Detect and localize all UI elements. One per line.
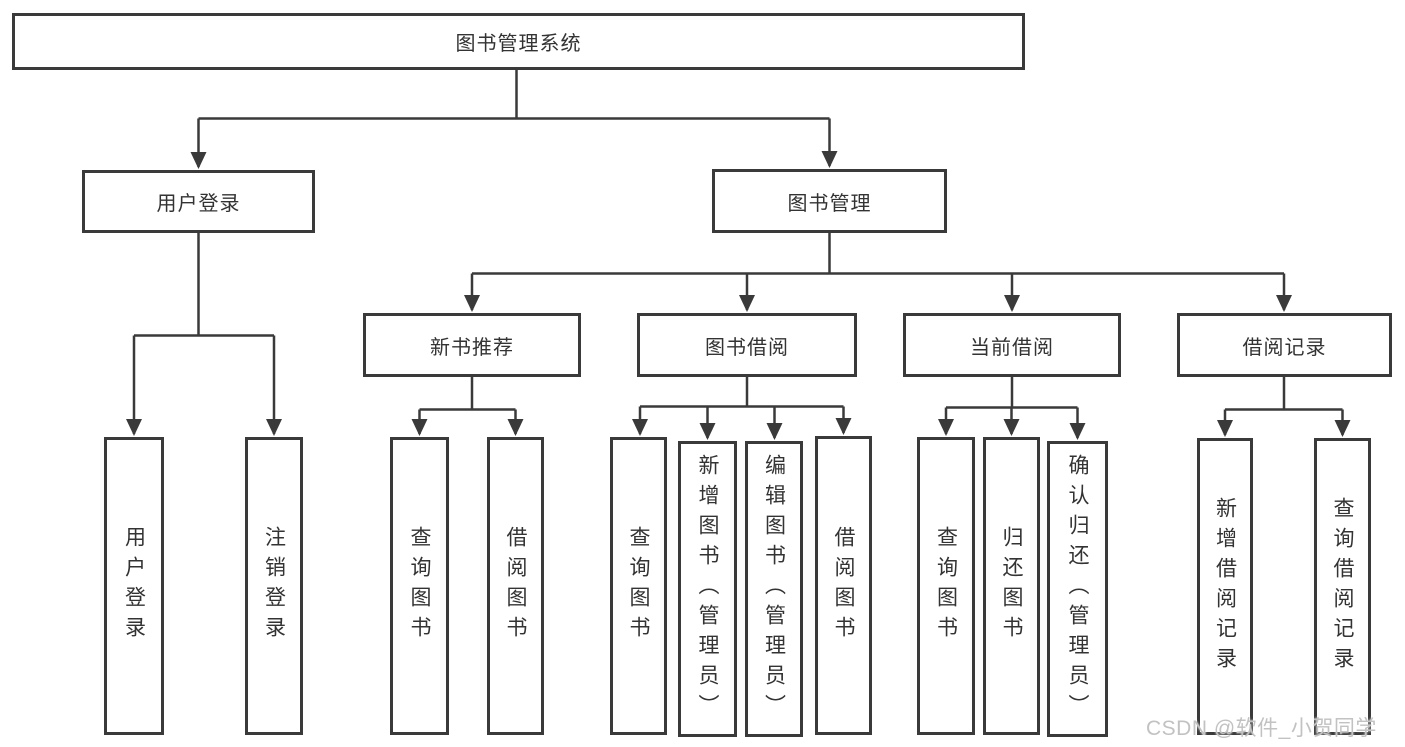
leaf-bb-edit-books-admin-label: 编辑图书（管理员） (762, 454, 786, 724)
node-new-book-recommendation: 新书推荐 (363, 313, 581, 377)
leaf-cb-confirm-return-admin-label: 确认归还（管理员） (1066, 454, 1089, 724)
leaf-cb-query-books-label: 查询图书 (934, 526, 958, 646)
node-current-borrowing: 当前借阅 (903, 313, 1121, 377)
leaf-cb-query-books: 查询图书 (917, 437, 975, 735)
node-user-login: 用户登录 (82, 170, 315, 233)
node-book-management-label: 图书管理 (787, 192, 872, 215)
leaf-br-add-record-label: 新增借阅记录 (1213, 496, 1237, 677)
leaf-bb-edit-books-admin: 编辑图书（管理员） (745, 441, 803, 737)
node-book-management: 图书管理 (712, 169, 947, 233)
leaf-cb-return-books-label: 归还图书 (1000, 526, 1023, 646)
leaf-bb-add-books-admin: 新增图书（管理员） (678, 441, 737, 737)
leaf-bb-borrow-books: 借阅图书 (815, 436, 872, 735)
leaf-rec-borrow-books: 借阅图书 (487, 437, 544, 735)
leaf-bb-query-books: 查询图书 (610, 437, 667, 735)
leaf-cb-return-books: 归还图书 (983, 437, 1040, 735)
node-root-label: 图书管理系统 (455, 33, 582, 55)
csdn-watermark: CSDN @软件_小贺同学 (1146, 717, 1377, 740)
leaf-logout-label: 注销登录 (262, 526, 286, 646)
node-user-login-label: 用户登录 (156, 193, 241, 215)
leaf-cb-confirm-return-admin: 确认归还（管理员） (1047, 441, 1108, 737)
leaf-bb-borrow-books-label: 借阅图书 (832, 525, 855, 646)
leaf-br-query-record-label: 查询借阅记录 (1331, 496, 1354, 677)
leaf-bb-query-books-label: 查询图书 (627, 526, 650, 646)
leaf-br-add-record: 新增借阅记录 (1197, 438, 1253, 735)
node-borrowing-records: 借阅记录 (1177, 313, 1392, 377)
leaf-rec-query-books: 查询图书 (390, 437, 449, 735)
node-book-borrowing: 图书借阅 (637, 313, 857, 377)
node-root-system: 图书管理系统 (12, 13, 1025, 70)
node-borrowing-records-label: 借阅记录 (1242, 336, 1327, 359)
leaf-br-query-record: 查询借阅记录 (1314, 438, 1371, 735)
leaf-user-login: 用户登录 (104, 437, 164, 735)
leaf-bb-add-books-admin-label: 新增图书（管理员） (696, 454, 719, 724)
node-new-book-recommendation-label: 新书推荐 (430, 336, 514, 359)
leaf-rec-borrow-books-label: 借阅图书 (504, 526, 527, 646)
leaf-logout: 注销登录 (245, 437, 303, 735)
leaf-user-login-label: 用户登录 (122, 526, 146, 646)
node-current-borrowing-label: 当前借阅 (970, 336, 1054, 359)
leaf-rec-query-books-label: 查询图书 (408, 526, 431, 646)
node-book-borrowing-label: 图书借阅 (705, 336, 789, 359)
